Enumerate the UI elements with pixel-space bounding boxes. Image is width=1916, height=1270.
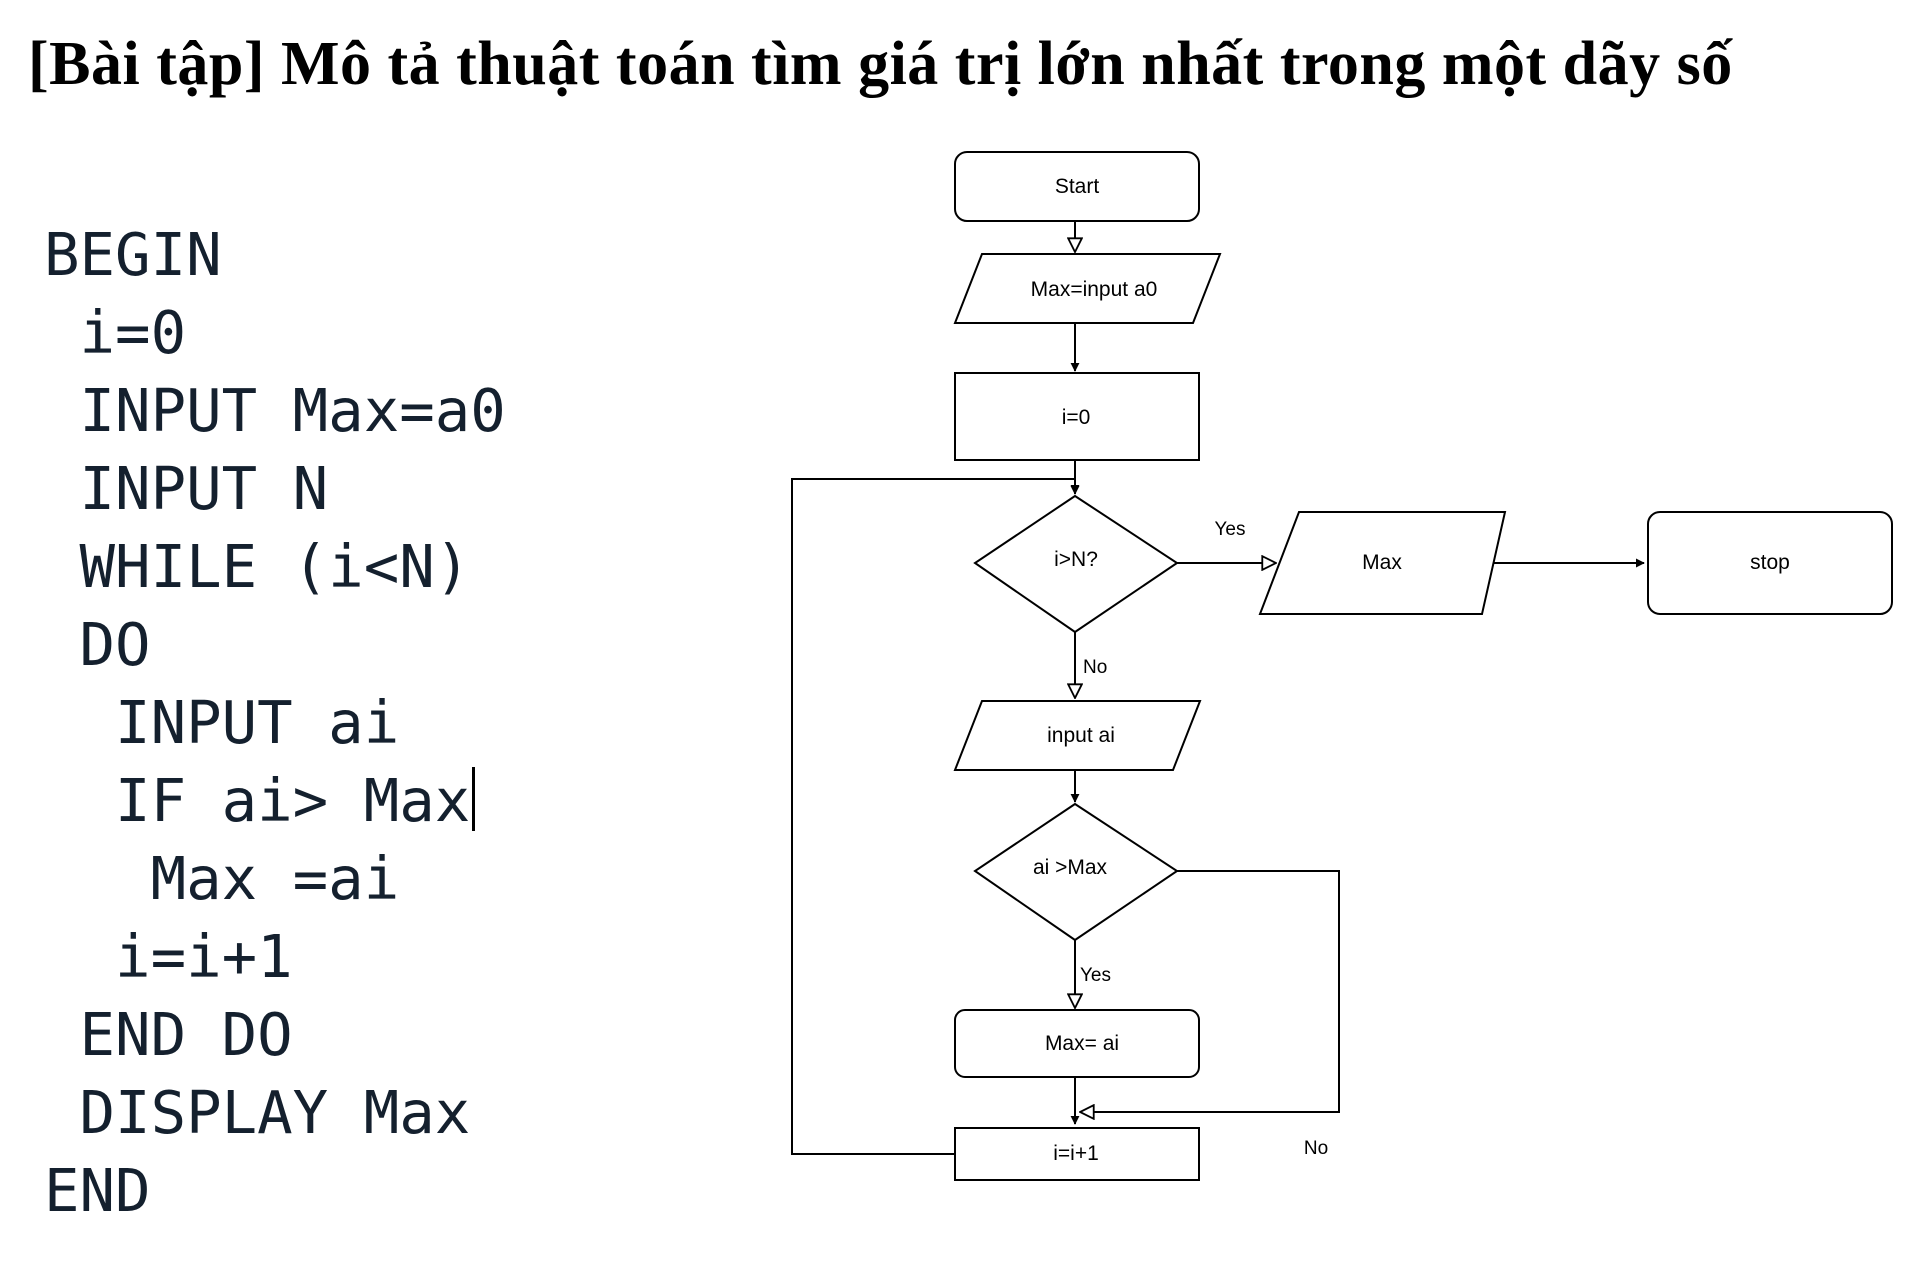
node-stop: [1647, 511, 1893, 615]
edge-loop-back: [791, 478, 1080, 1155]
node-increment: [954, 1127, 1200, 1181]
node-start-label: Start: [1055, 175, 1100, 198]
node-cond-ai: [973, 802, 1179, 942]
pseudocode-block: BEGIN i=0 INPUT Max=a0 INPUT N WHILE (i<…: [44, 216, 506, 1230]
code-line-do: DO: [44, 610, 151, 679]
node-increment-label: i=i+1: [1053, 1142, 1099, 1165]
node-output-max-label: Max: [1362, 551, 1402, 574]
node-input-ai-label: input ai: [1047, 724, 1115, 747]
edge-label-cond-i-no: No: [1083, 657, 1107, 678]
code-line-input-max: INPUT Max=a0: [44, 376, 506, 445]
node-output-max: [1258, 511, 1507, 615]
node-assign-max: [954, 1009, 1200, 1078]
node-start: [954, 151, 1200, 222]
code-line-display: DISPLAY Max: [44, 1078, 471, 1147]
code-line-while: WHILE (i<N): [44, 532, 471, 601]
edge-label-cond-i-yes: Yes: [1215, 519, 1246, 540]
code-line-end-do: END DO: [44, 1000, 293, 1069]
code-line-input-ai: INPUT ai: [44, 688, 400, 757]
node-cond-i: [973, 494, 1179, 634]
node-cond-ai-label: ai >Max: [1033, 856, 1108, 879]
node-input-max-label: Max=input a0: [1031, 278, 1158, 301]
text-caret: [472, 767, 476, 831]
code-line-assign-max: Max =ai: [44, 844, 400, 913]
edge-label-cond-ai-yes: Yes: [1080, 965, 1111, 986]
node-assign-max-label: Max= ai: [1045, 1032, 1119, 1055]
node-input-max: [953, 253, 1222, 324]
code-line-if: IF ai> Max: [44, 762, 506, 840]
code-line-end: END: [44, 1156, 151, 1225]
code-line-begin: BEGIN: [44, 220, 222, 289]
edge-label-cond-ai-no: No: [1304, 1138, 1328, 1159]
edge-cond-ai-no-to-increment: [1080, 870, 1340, 1112]
code-line-increment: i=i+1: [44, 922, 293, 991]
code-line-if-text: IF ai> Max: [44, 766, 471, 835]
node-stop-label: stop: [1750, 551, 1790, 574]
node-input-ai: [953, 700, 1202, 771]
code-line-input-n: INPUT N: [44, 454, 329, 523]
node-init-i: [954, 372, 1200, 461]
page-title: [Bài tập] Mô tả thuật toán tìm giá trị l…: [28, 30, 1733, 98]
node-cond-i-label: i>N?: [1054, 548, 1098, 571]
node-init-i-label: i=0: [1062, 406, 1091, 429]
code-line-init-i: i=0: [44, 298, 187, 367]
